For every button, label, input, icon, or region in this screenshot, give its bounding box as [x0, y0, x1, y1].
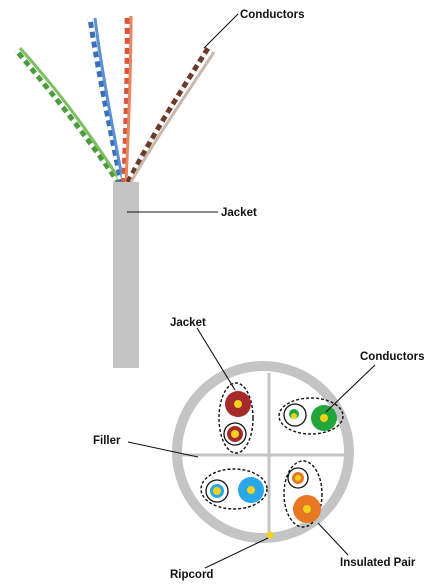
insulated-pair-leader: [317, 522, 349, 556]
insulated-pair-green: [278, 397, 344, 435]
insulated-pair-orange: [283, 460, 323, 528]
insulated-pair-brown: [218, 382, 254, 454]
insulated-pair-blue: [200, 468, 268, 510]
filler-label: Filler: [93, 435, 121, 447]
jacket-top-label: Jacket: [221, 207, 257, 219]
green-pair-wires: [14, 47, 123, 184]
brown-pair-wires: [125, 43, 216, 184]
ripcord-label: Ripcord: [170, 569, 213, 581]
conductors-top-label: Conductors: [240, 9, 305, 21]
insulated-pair-label: Insulated Pair: [340, 557, 416, 569]
orange-pair-wires: [121, 13, 133, 183]
ripcord-dot: [266, 531, 274, 539]
conductors-top-leader: [203, 13, 239, 49]
filler-leader: [127, 441, 199, 458]
cable-cross-section: [172, 361, 354, 543]
ripcord-leader: [204, 537, 269, 569]
jacket-cross-leader: [196, 327, 236, 391]
conductors-cross-leader: [325, 364, 376, 413]
blue-pair-wires: [87, 17, 125, 183]
conductors-cross-label: Conductors: [360, 351, 425, 363]
jacket-ring: [172, 361, 354, 543]
cable-jacket: [113, 182, 139, 368]
filler-cross: [182, 373, 350, 533]
copper-core: [234, 400, 242, 408]
jacket-cross-label: Jacket: [170, 317, 206, 329]
cable-side-view: [14, 13, 216, 368]
